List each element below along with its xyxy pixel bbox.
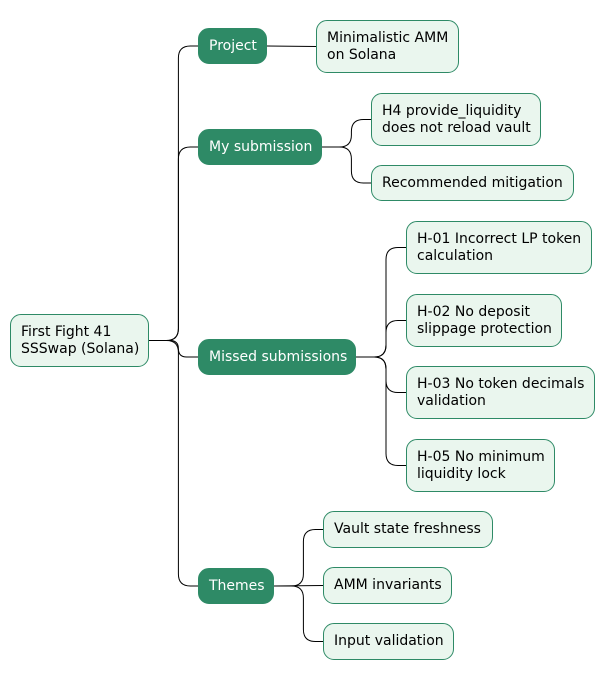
- leaf-amm-invariants: AMM invariants: [323, 567, 452, 604]
- root-node: First Fight 41 SSSwap (Solana): [10, 314, 149, 367]
- edge-branch-project-to-leaf-minimalistic-amm: [266, 45, 317, 47]
- branch-label: Missed submissions: [209, 348, 348, 365]
- leaf-recommended-mitigation: Recommended mitigation: [371, 165, 574, 201]
- leaf-h01: H-01 Incorrect LP token calculation: [406, 221, 592, 274]
- edge-branch-my-submission-to-leaf-recommended-mitigation: [322, 146, 371, 184]
- edge-branch-themes-to-leaf-vault-state-freshness: [274, 529, 323, 587]
- branch-missed-submissions: Missed submissions: [198, 339, 356, 375]
- edge-root-to-branch-themes: [149, 340, 198, 587]
- leaf-vault-state-freshness: Vault state freshness: [323, 511, 493, 548]
- leaf-input-validation: Input validation: [323, 623, 454, 660]
- leaf-line: calculation: [417, 247, 494, 264]
- edge-root-to-branch-my-submission: [149, 146, 198, 341]
- leaf-line: slippage protection: [417, 320, 552, 337]
- leaf-h4-provide-liquidity: H4 provide_liquidity does not reload vau…: [371, 93, 541, 146]
- edge-branch-missed-submissions-to-leaf-h02: [356, 320, 406, 358]
- leaf-line: H-01 Incorrect LP token: [417, 230, 582, 247]
- branch-my-submission: My submission: [198, 129, 322, 165]
- branch-label: Themes: [209, 577, 265, 594]
- edge-root-to-branch-missed-submissions: [149, 340, 198, 358]
- leaf-line: Minimalistic AMM: [327, 29, 449, 46]
- leaf-line: H-02 No deposit: [417, 303, 530, 320]
- leaf-line: validation: [417, 392, 486, 409]
- leaf-line: Recommended mitigation: [382, 174, 563, 191]
- leaf-h03: H-03 No token decimals validation: [406, 366, 595, 419]
- branch-label: My submission: [209, 138, 313, 155]
- leaf-h02: H-02 No deposit slippage protection: [406, 294, 562, 347]
- leaf-line: Vault state freshness: [334, 521, 481, 537]
- edge-branch-missed-submissions-to-leaf-h03: [356, 356, 406, 393]
- edge-branch-missed-submissions-to-leaf-h05: [356, 356, 406, 466]
- branch-label: Project: [209, 37, 257, 54]
- branch-themes: Themes: [198, 568, 274, 604]
- leaf-minimalistic-amm: Minimalistic AMM on Solana: [316, 20, 459, 73]
- root-line-1: First Fight 41: [21, 323, 112, 340]
- leaf-line: H-05 No minimum: [417, 448, 545, 465]
- edge-branch-missed-submissions-to-leaf-h01: [356, 247, 406, 358]
- leaf-line: Input validation: [334, 633, 444, 649]
- leaf-h05: H-05 No minimum liquidity lock: [406, 439, 555, 492]
- edge-branch-my-submission-to-leaf-h4-provide-liquidity: [322, 119, 371, 148]
- leaf-line: AMM invariants: [334, 577, 442, 593]
- root-line-2: SSSwap (Solana): [21, 340, 140, 357]
- leaf-line: does not reload vault: [382, 119, 531, 136]
- edge-branch-themes-to-leaf-input-validation: [274, 585, 323, 642]
- leaf-line: liquidity lock: [417, 465, 506, 482]
- leaf-line: H4 provide_liquidity: [382, 102, 522, 119]
- leaf-line: on Solana: [327, 46, 397, 63]
- leaf-line: H-03 No token decimals: [417, 375, 585, 392]
- edge-root-to-branch-project: [149, 45, 198, 341]
- branch-project: Project: [198, 28, 267, 64]
